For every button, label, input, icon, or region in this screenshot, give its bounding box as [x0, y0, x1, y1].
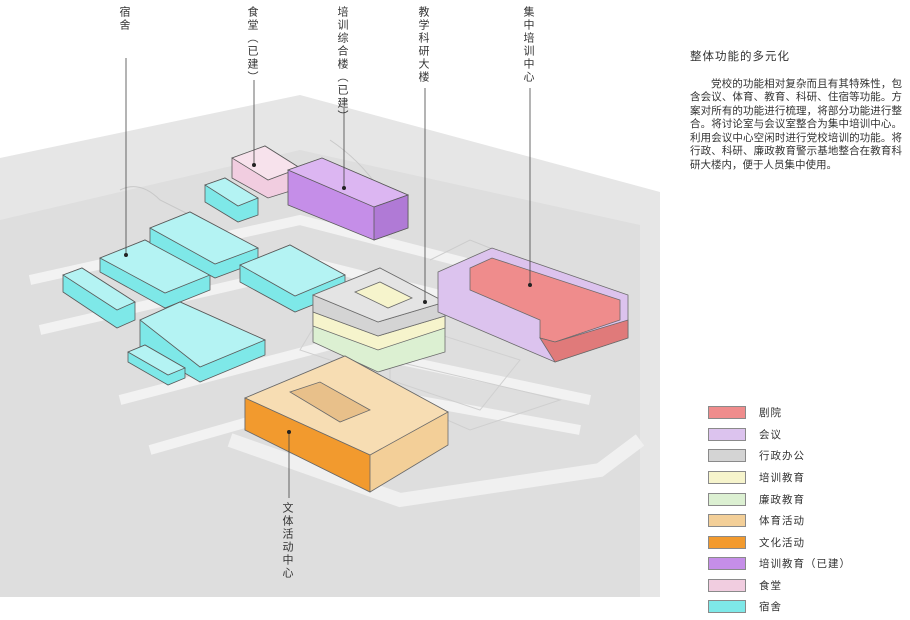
legend-item: 文化活动: [708, 533, 851, 550]
leader-dots: [124, 163, 532, 434]
legend-label: 体育活动: [759, 515, 805, 528]
legend-label: 剧院: [759, 407, 782, 420]
teaching-research-building: [311, 267, 447, 373]
legend-swatch: [708, 557, 746, 571]
training-complex-building: [286, 157, 410, 241]
training-center-label: 集中培训中心: [522, 6, 535, 84]
legend-label: 会议: [759, 428, 782, 441]
description-body: 党校的功能相对复杂而且有其特殊性，包含会议、体育、教育、科研、住宿等功能。方案对…: [690, 77, 902, 171]
legend-label: 文化活动: [759, 536, 805, 549]
legend-item: 培训教育: [708, 469, 851, 486]
canteen-label: 食堂（已建）: [246, 6, 259, 84]
legend-item: 培训教育（已建）: [708, 555, 851, 572]
legend-label: 培训教育: [759, 471, 805, 484]
legend-item: 廉政教育: [708, 490, 851, 507]
legend-swatch: [708, 470, 746, 484]
legend-item: 宿舍: [708, 598, 851, 615]
legend-item: 体育活动: [708, 512, 851, 529]
canteen-building: [231, 145, 301, 199]
legend-swatch: [708, 535, 746, 549]
dorm-label: 宿舍: [118, 6, 131, 32]
legend-item: 食堂: [708, 577, 851, 594]
training-complex-label: 培训综合楼（已建）: [336, 6, 349, 123]
description-title: 整体功能的多元化: [690, 49, 790, 63]
legend-swatch: [708, 427, 746, 441]
culture-sports-label: 文体活动中心: [281, 502, 294, 580]
legend-item: 剧院: [708, 404, 851, 421]
legend-label: 宿舍: [759, 601, 782, 614]
legend-label: 培训教育（已建）: [759, 558, 851, 571]
site-axonometric-diagram: [0, 58, 660, 597]
legend-item: 行政办公: [708, 447, 851, 464]
legend-swatch: [708, 449, 746, 463]
legend-item: 会议: [708, 426, 851, 443]
legend-swatch: [708, 578, 746, 592]
culture-sports-building: [244, 355, 449, 493]
training-center-building: [437, 247, 629, 363]
dormitory-buildings: [62, 177, 346, 386]
legend-label: 廉政教育: [759, 493, 805, 506]
description-block: 整体功能的多元化 党校的功能相对复杂而且有其特殊性，包含会议、体育、教育、科研、…: [690, 49, 902, 172]
legend-swatch: [708, 514, 746, 528]
leader-lines: [125, 58, 531, 498]
legend-swatch: [708, 600, 746, 614]
legend-label: 食堂: [759, 579, 782, 592]
teaching-research-label: 教学科研大楼: [417, 6, 430, 84]
legend-swatch: [708, 406, 746, 420]
legend-label: 行政办公: [759, 450, 805, 463]
legend-swatch: [708, 492, 746, 506]
legend: 剧院 会议 行政办公 培训教育 廉政教育 体育活动 文化活动 培训教育（已建） …: [708, 404, 851, 620]
